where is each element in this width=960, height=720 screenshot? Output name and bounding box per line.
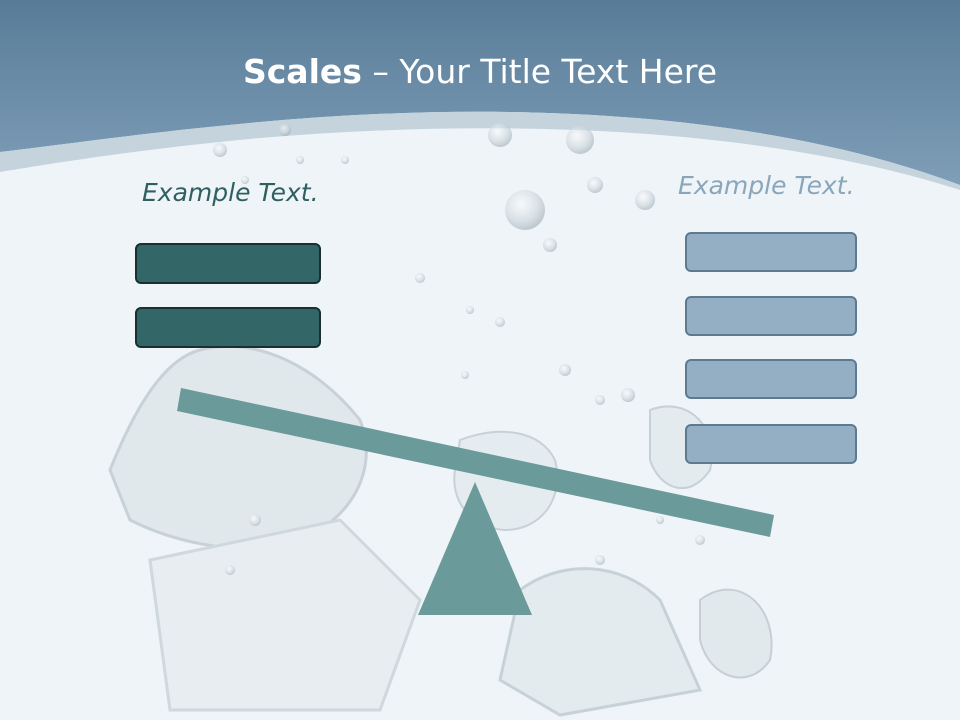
title-bold: Scales bbox=[242, 52, 362, 91]
title-rest: – Your Title Text Here bbox=[361, 52, 718, 91]
right-box bbox=[685, 232, 857, 272]
header-band bbox=[0, 0, 960, 185]
ice-splash-decoration bbox=[108, 123, 773, 717]
right-box bbox=[685, 296, 857, 336]
left-box bbox=[135, 307, 321, 348]
scale-beam bbox=[177, 388, 774, 537]
right-box bbox=[685, 359, 857, 399]
slide-title: Scales – Your Title Text Here bbox=[0, 52, 960, 91]
right-box bbox=[685, 424, 857, 464]
header-arc bbox=[0, 111, 960, 190]
left-label: Example Text. bbox=[142, 178, 319, 207]
left-box bbox=[135, 243, 321, 284]
scale-fulcrum bbox=[418, 482, 532, 615]
right-label: Example Text. bbox=[678, 171, 855, 200]
